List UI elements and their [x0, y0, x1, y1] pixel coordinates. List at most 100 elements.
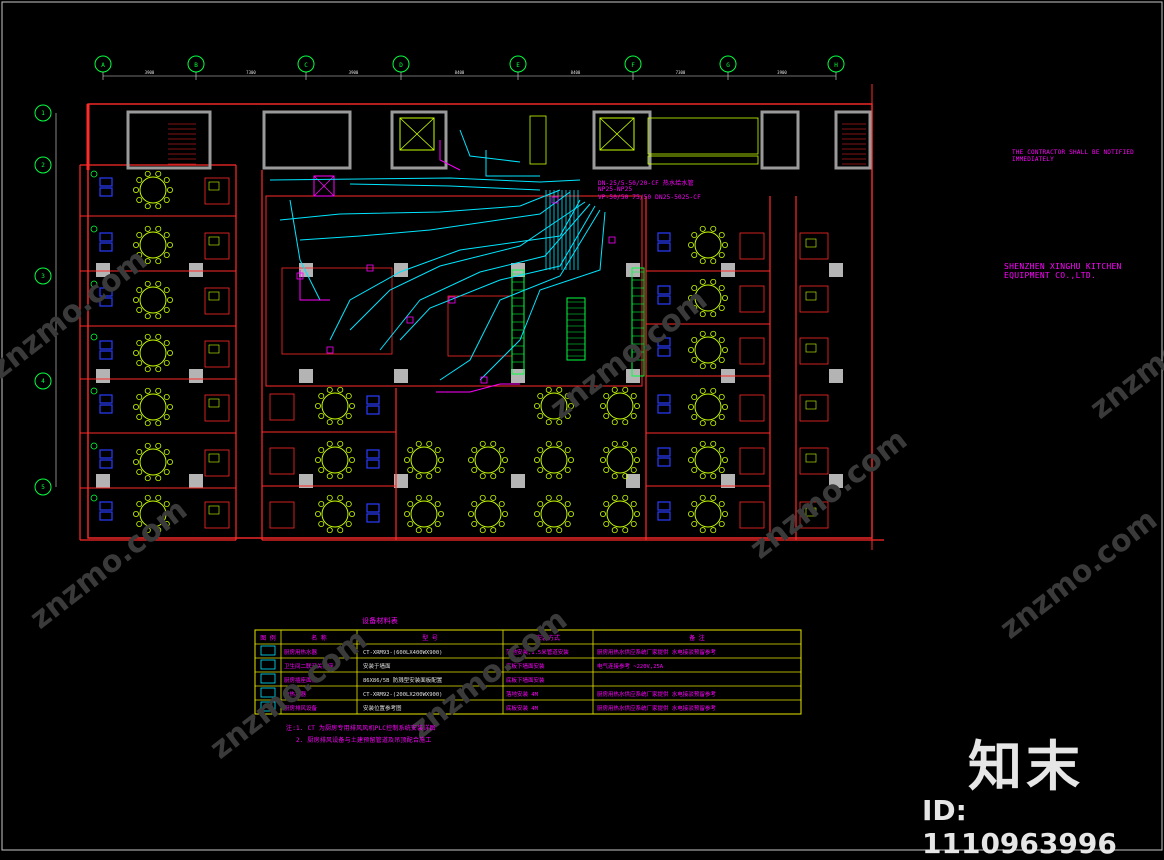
chair: [314, 402, 321, 409]
sofa: [366, 405, 380, 415]
chair: [537, 501, 544, 508]
legend-install: 落地安装,1.5米管道安装: [506, 648, 569, 656]
chair: [407, 501, 414, 508]
pipe-run: [329, 199, 581, 341]
structural-column: [721, 263, 735, 277]
core-wall: [834, 110, 872, 170]
service-station: [204, 501, 230, 529]
chair: [348, 456, 355, 463]
grid-column-label: G: [726, 62, 730, 69]
legend-model: 安装位置参考图: [363, 704, 402, 712]
pipe-run: [349, 201, 586, 331]
dimension-label: 3900: [777, 70, 787, 75]
chair: [634, 456, 641, 463]
chair: [471, 501, 478, 508]
chair: [691, 337, 698, 344]
service-station: [799, 501, 829, 529]
chair: [415, 494, 422, 501]
structural-column: [299, 369, 313, 383]
chair: [144, 420, 151, 427]
walls: [79, 84, 884, 550]
chair: [718, 413, 725, 420]
legend-model: 安装于墙面: [363, 662, 391, 670]
legend-model: CT-XRM93-(600LX400WX900): [363, 650, 442, 656]
structural-column: [189, 263, 203, 277]
sofa: [366, 449, 380, 459]
chair: [603, 466, 610, 473]
chair: [564, 393, 571, 400]
chair: [155, 258, 162, 265]
chair: [163, 394, 170, 401]
structural-column: [189, 369, 203, 383]
structural-column: [189, 474, 203, 488]
chair: [699, 494, 706, 501]
chair: [345, 412, 352, 419]
chair: [710, 258, 717, 265]
chair: [136, 177, 143, 184]
grid-row-label: 3: [41, 273, 45, 280]
chair: [415, 527, 422, 534]
sink: [208, 505, 220, 515]
kitchen-area: [265, 115, 759, 387]
dimension-label: 3900: [145, 70, 155, 75]
legend-header: 备 注: [689, 634, 705, 642]
sink: [805, 453, 817, 463]
chair: [718, 304, 725, 311]
dimension-label: 3900: [349, 70, 359, 75]
chair: [155, 366, 162, 373]
chair: [426, 494, 433, 501]
round-table: [606, 446, 634, 474]
chair: [163, 501, 170, 508]
chair: [622, 386, 629, 393]
legend-header: 名 称: [311, 634, 327, 642]
core-wall: [126, 110, 212, 170]
chair: [132, 241, 139, 248]
chair: [144, 387, 151, 394]
chair: [556, 473, 563, 480]
chair: [718, 251, 725, 258]
valve-marker: [448, 296, 456, 304]
pipe-run: [269, 177, 581, 183]
sofa: [657, 347, 671, 357]
chair: [688, 241, 695, 248]
round-table: [694, 500, 722, 528]
chair: [144, 203, 151, 210]
chair: [603, 393, 610, 400]
chair: [537, 412, 544, 419]
structural-column: [829, 263, 843, 277]
chair: [155, 420, 162, 427]
chair: [600, 402, 607, 409]
chair: [144, 170, 151, 177]
chair: [611, 473, 618, 480]
chair: [415, 473, 422, 480]
chair: [490, 527, 497, 534]
chair: [722, 456, 729, 463]
pipe-label: DN-25/5-50/20-CF 热水给水管: [598, 180, 694, 187]
chair: [699, 311, 706, 318]
chair: [163, 520, 170, 527]
grid-bubble: [34, 372, 52, 390]
valve-marker: [480, 376, 488, 384]
chair: [136, 468, 143, 475]
legend-symbol-icon: [260, 645, 276, 656]
round-table: [694, 393, 722, 421]
chair: [155, 333, 162, 340]
chair: [622, 419, 629, 426]
core-wall: [760, 110, 800, 170]
chair: [545, 440, 552, 447]
chair: [699, 387, 706, 394]
round-table: [321, 500, 349, 528]
chair: [144, 280, 151, 287]
round-table: [540, 392, 568, 420]
shelving-rack: [566, 297, 586, 361]
grid-bubble: [34, 104, 52, 122]
round-table: [321, 392, 349, 420]
round-table: [694, 231, 722, 259]
chair: [132, 186, 139, 193]
chair: [407, 520, 414, 527]
chair: [166, 403, 173, 410]
legend-name: 卫生间二联开关插座: [284, 662, 334, 670]
service-station: [269, 393, 295, 421]
chair: [688, 294, 695, 301]
sofa: [657, 232, 671, 242]
